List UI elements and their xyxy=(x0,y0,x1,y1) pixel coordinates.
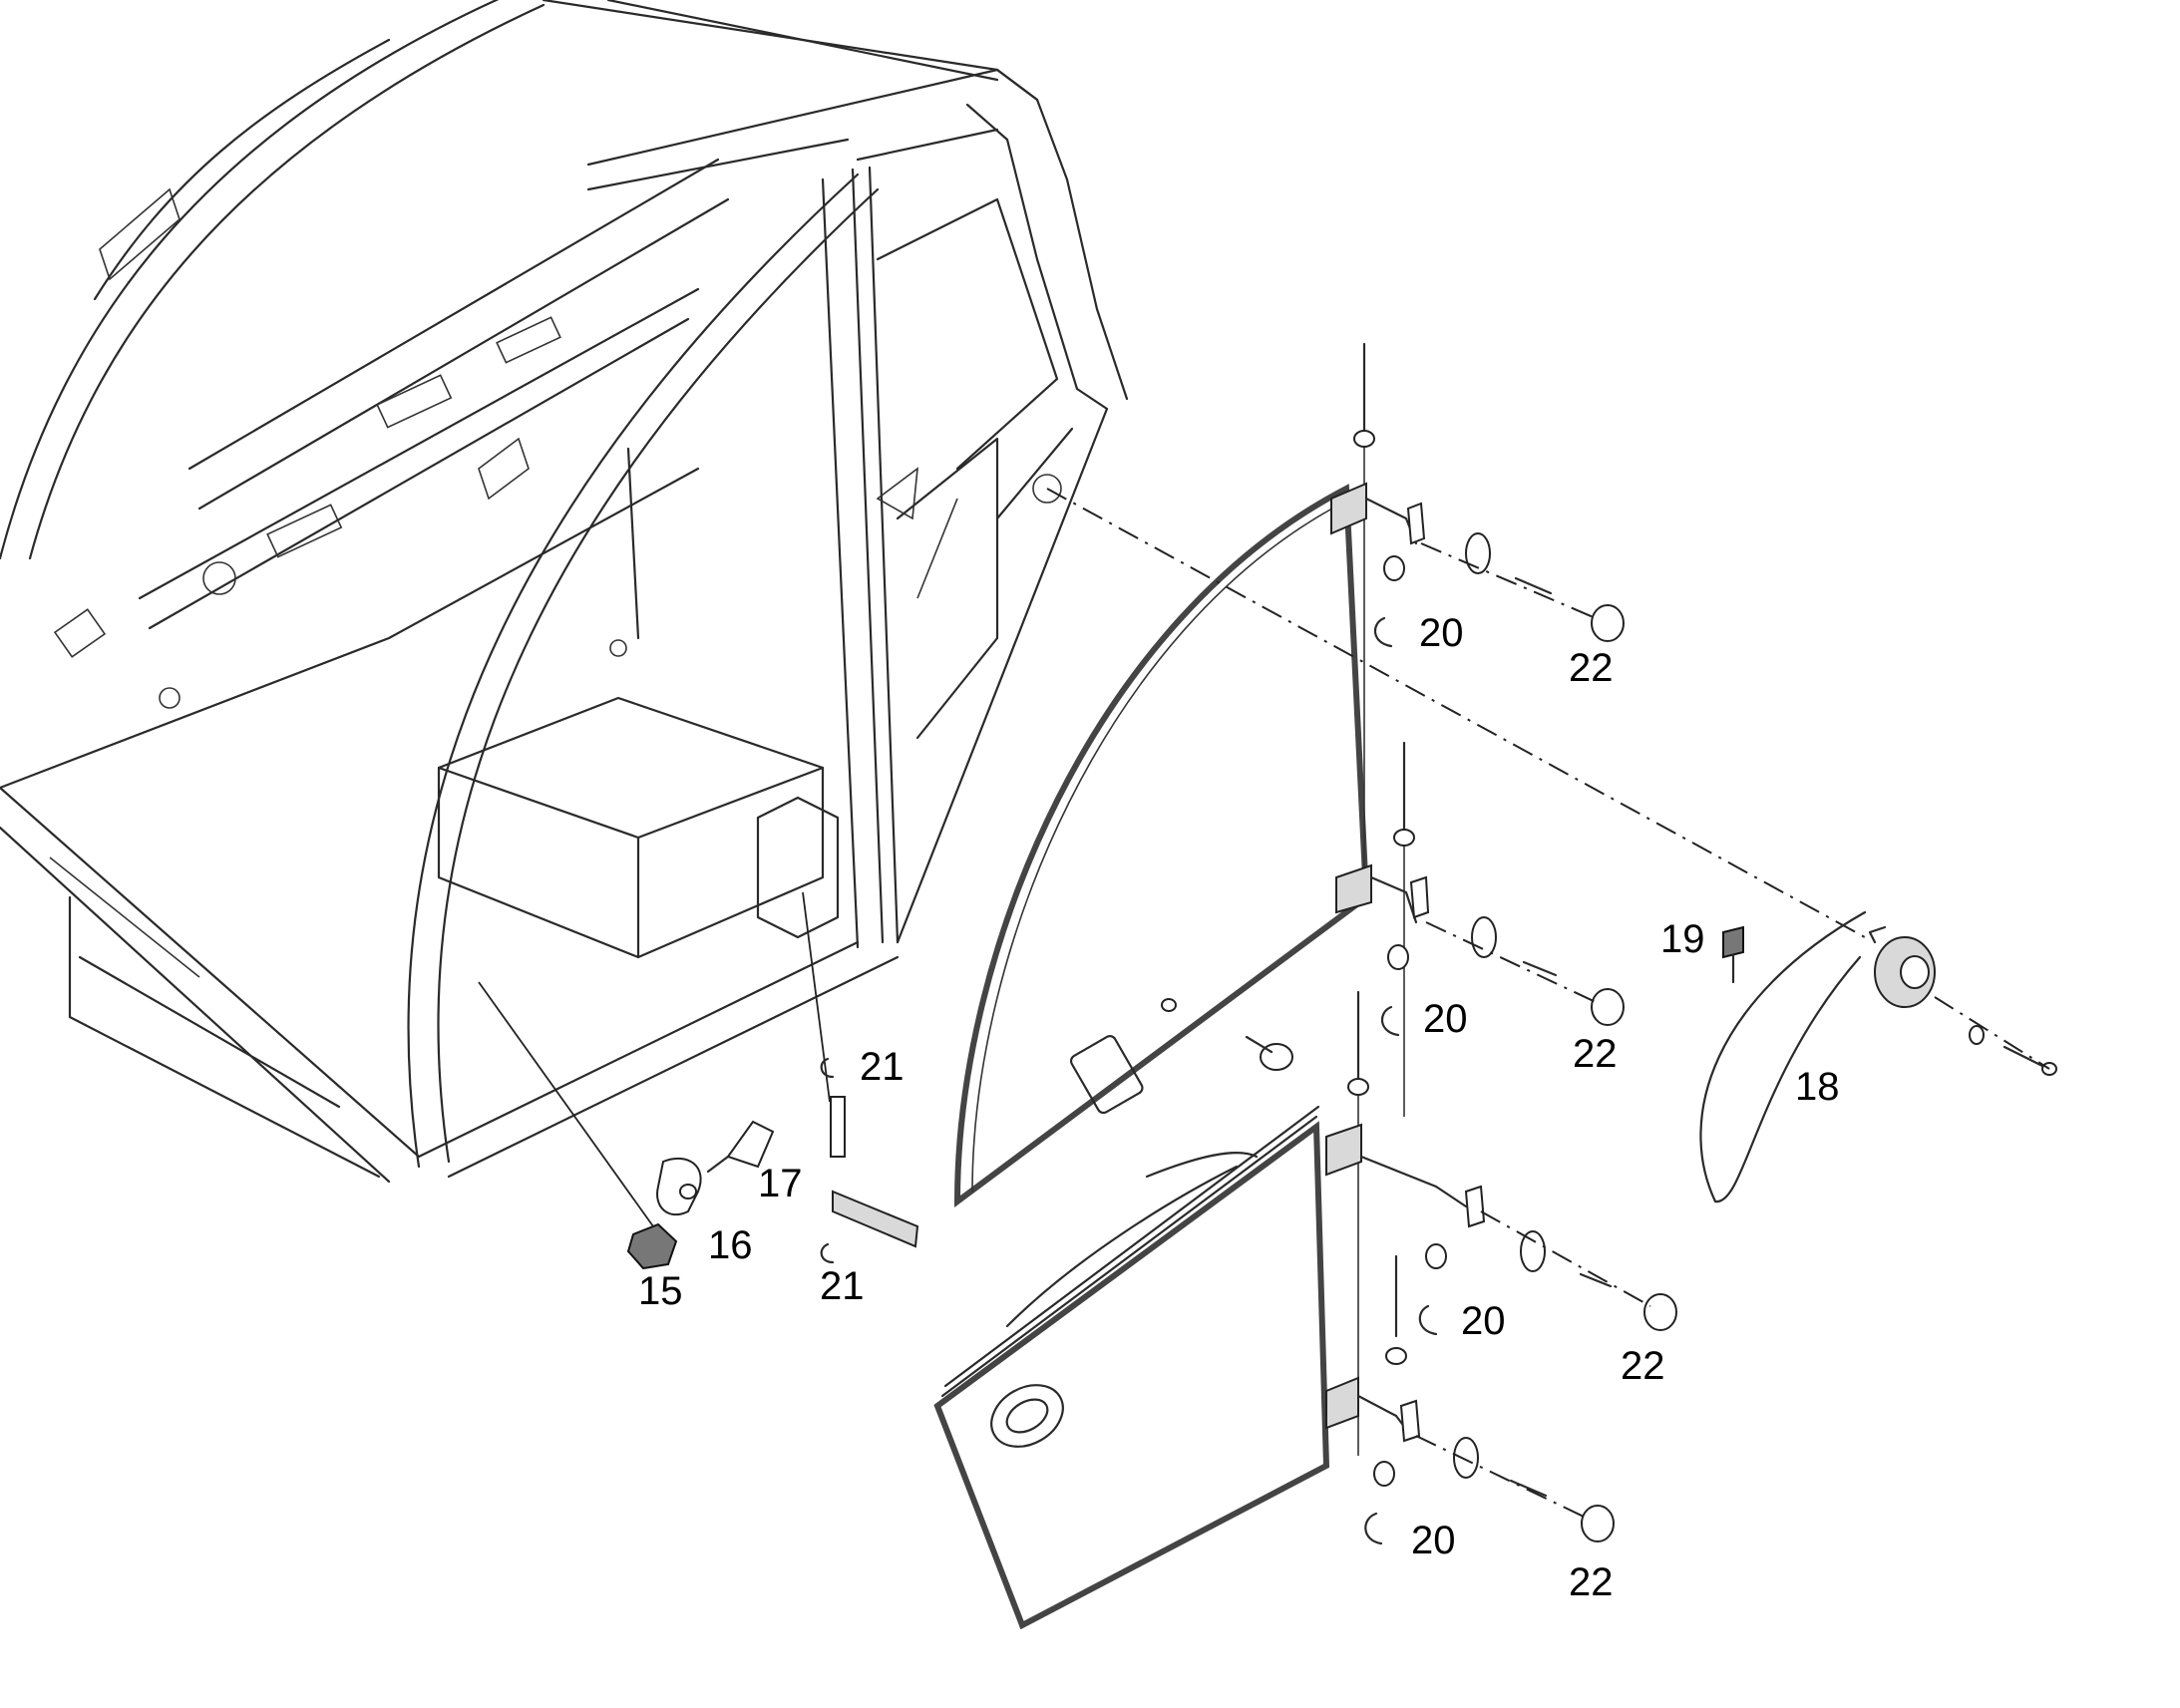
callout-20-bottom: 20 xyxy=(1411,1519,1456,1562)
callout-16: 16 xyxy=(708,1223,753,1267)
callout-22-bottom: 22 xyxy=(1569,1560,1614,1604)
cab-frame xyxy=(0,0,1129,1184)
callout-22-upper: 22 xyxy=(1569,646,1614,690)
callout-17: 17 xyxy=(758,1162,803,1205)
callout-21-upper: 21 xyxy=(860,1045,905,1089)
door-window-glass xyxy=(953,484,1370,1207)
hinge-assemblies xyxy=(1325,342,1677,1545)
latch-and-cable xyxy=(1046,488,2057,1203)
callout-20-lower-door: 20 xyxy=(1461,1299,1506,1343)
callout-22-lower-door: 22 xyxy=(1621,1344,1665,1388)
striker-parts xyxy=(478,891,919,1270)
callout-15: 15 xyxy=(638,1269,683,1313)
callout-labels: 15 16 17 18 19 20 20 20 20 21 21 22 22 2… xyxy=(638,611,1840,1604)
callout-20-upper: 20 xyxy=(1419,611,1464,655)
callout-20-middle: 20 xyxy=(1423,997,1468,1041)
callout-19: 19 xyxy=(1660,917,1705,961)
callout-18: 18 xyxy=(1795,1065,1840,1109)
callout-22-middle: 22 xyxy=(1573,1032,1618,1076)
lower-door-panel xyxy=(933,1105,1330,1630)
callout-21-lower: 21 xyxy=(820,1264,865,1308)
